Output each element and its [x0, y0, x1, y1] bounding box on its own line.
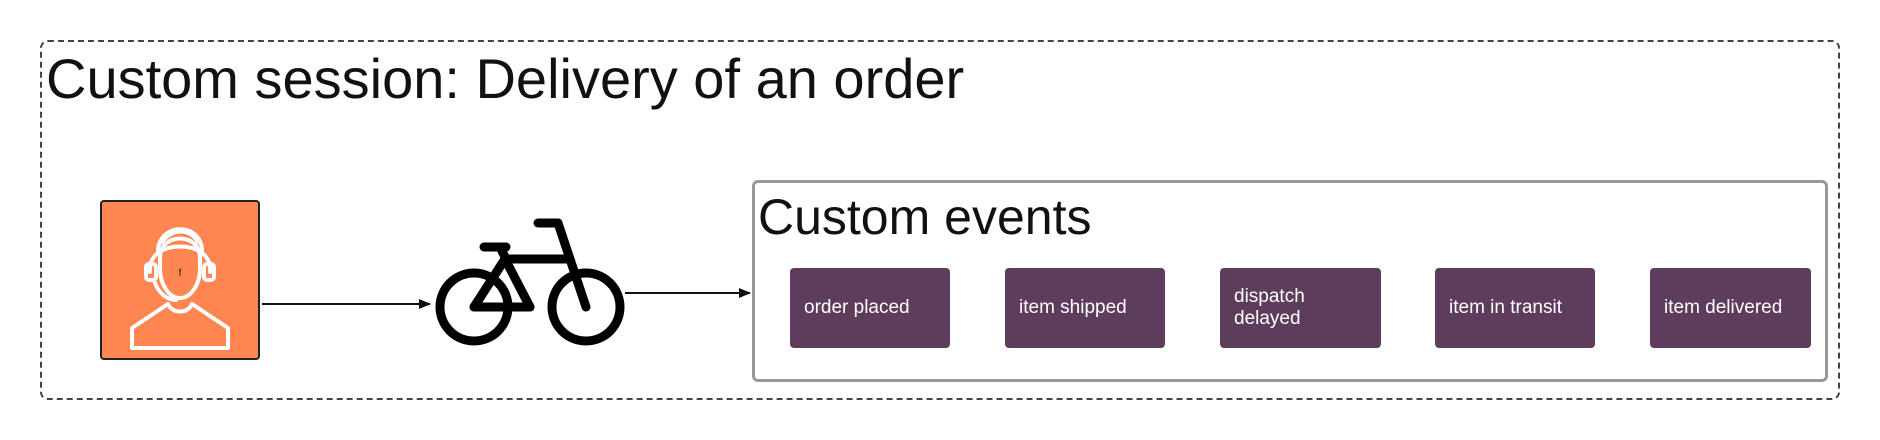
- user-tile: f: [100, 200, 260, 360]
- event-label: item in transit: [1449, 297, 1562, 318]
- event-label: dispatch delayed: [1234, 286, 1305, 329]
- user-headset-icon: f: [130, 227, 230, 350]
- event-chip-item-in-transit: item in transit: [1435, 268, 1595, 348]
- mic-mark: f: [179, 268, 182, 279]
- event-label: item delivered: [1664, 297, 1783, 318]
- event-chip-item-shipped: item shipped: [1005, 268, 1165, 348]
- events-title: Custom events: [758, 189, 1092, 245]
- event-label: order placed: [804, 297, 910, 318]
- session-boundary: [40, 40, 1840, 400]
- events-container: [752, 180, 1828, 382]
- event-chip-item-delivered: item delivered: [1650, 268, 1811, 348]
- event-chip-order-placed: order placed: [790, 268, 950, 348]
- event-label: item shipped: [1019, 297, 1127, 318]
- bicycle-icon: [435, 218, 625, 346]
- event-chip-dispatch-delayed: dispatch delayed: [1220, 268, 1381, 348]
- session-title: Custom session: Delivery of an order: [46, 47, 965, 110]
